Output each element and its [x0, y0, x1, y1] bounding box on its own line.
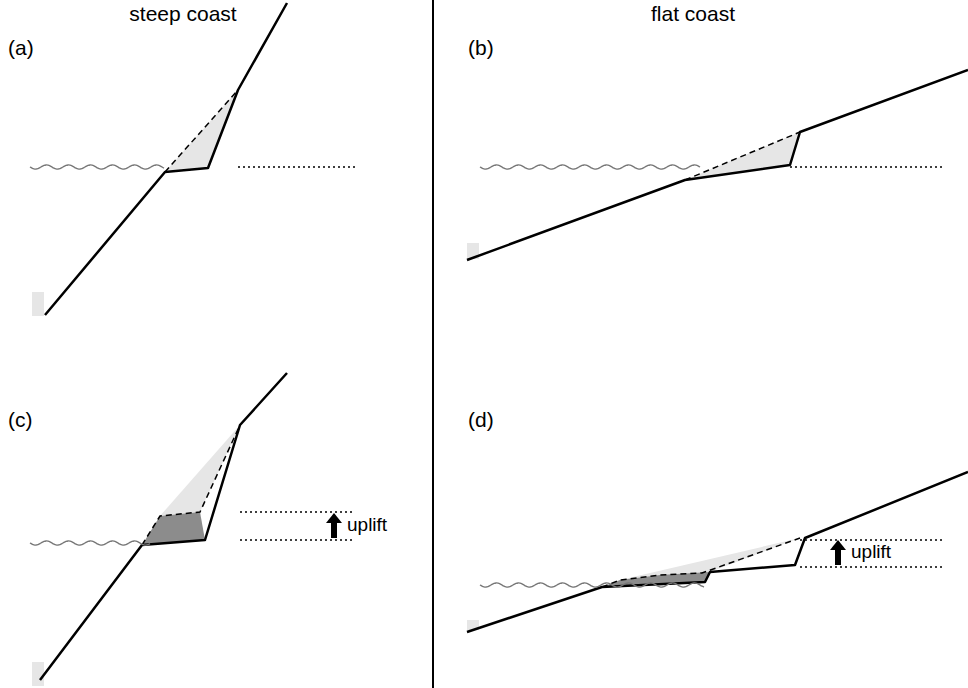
- eroded-area: [165, 90, 238, 172]
- panel-divider: [432, 0, 434, 688]
- uplift-label: uplift: [347, 515, 387, 536]
- uplift-arrow: [835, 549, 841, 565]
- sea-wave: [30, 541, 150, 545]
- sea-level-line: [240, 511, 355, 513]
- sea-level-line: [800, 539, 943, 541]
- panel-letter: (d): [468, 408, 494, 431]
- sea-wave: [30, 165, 164, 169]
- panel-letter: (a): [8, 36, 34, 59]
- shade-mark: [32, 292, 44, 316]
- uplift-arrow: [326, 513, 342, 523]
- sea-wave: [480, 583, 704, 587]
- uplift-arrow: [331, 522, 337, 538]
- sea-level-line: [238, 166, 355, 168]
- panel-letter: (b): [468, 36, 494, 59]
- earlier-profile: [142, 425, 240, 545]
- eroded-area: [160, 425, 240, 516]
- coast-profile: [467, 472, 968, 632]
- coast-profile: [467, 70, 968, 260]
- original-slope: [165, 90, 238, 172]
- coast-profile: [40, 373, 287, 680]
- panel-heading: flat coast: [651, 2, 735, 25]
- sea-level-line: [240, 539, 355, 541]
- uplift-arrow: [830, 540, 846, 550]
- coast-profile: [45, 3, 287, 315]
- panel-letter: (c): [8, 408, 33, 431]
- original-slope: [685, 132, 800, 180]
- earlier-profile: [602, 538, 800, 587]
- sea-level-line: [790, 166, 943, 168]
- uplift-label: uplift: [851, 542, 891, 563]
- sea-level-line: [800, 566, 943, 568]
- panel-heading: steep coast: [129, 2, 236, 25]
- shade-mark: [32, 662, 44, 686]
- sea-wave: [480, 165, 700, 169]
